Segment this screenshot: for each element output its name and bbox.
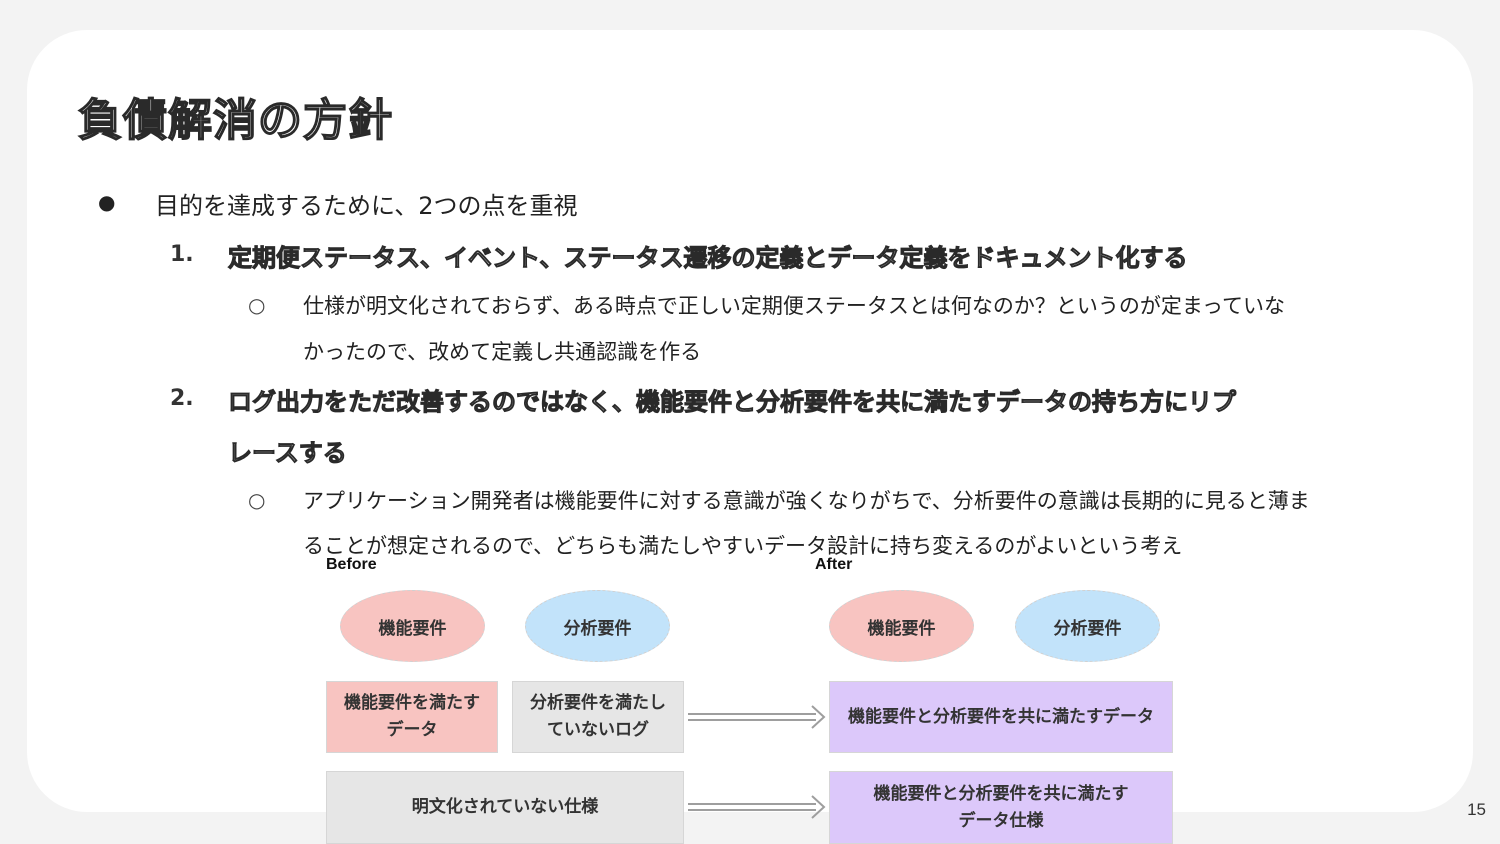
- item2-sub-marker: ○: [248, 488, 266, 512]
- before-spec-box: 明文化されていない仕様: [326, 771, 684, 844]
- after-label: After: [815, 556, 853, 573]
- after-analytical-requirement-ellipse: 分析要件: [1015, 590, 1160, 662]
- ellipse-label: 機能要件: [867, 618, 936, 639]
- before-label: Before: [326, 556, 377, 573]
- slide-title: 負債解消の方針: [77, 94, 393, 147]
- before-analytical-requirement-ellipse: 分析要件: [525, 590, 670, 662]
- item1-sub-line1: 仕様が明文化されておらず、ある時点で正しい定期便ステータスとは何なのか？というの…: [303, 294, 1285, 318]
- bullet-marker: ●: [98, 190, 116, 214]
- box-line: ていないログ: [547, 720, 649, 740]
- main-bullet-text: 目的を達成するために、2つの点を重視: [155, 192, 578, 220]
- item2-sub-line2: ることが想定されるので、どちらも満たしやすいデータ設計に持ち変えるのがよいという…: [303, 534, 1183, 558]
- after-spec-box: 機能要件と分析要件を共に満たす データ仕様: [829, 771, 1173, 844]
- box-line: 機能要件を満たす: [344, 693, 480, 713]
- after-data-box: 機能要件と分析要件を共に満たすデータ: [829, 681, 1173, 753]
- box-line: 機能要件と分析要件を共に満たすデータ: [848, 706, 1154, 727]
- ellipse-label: 分析要件: [563, 618, 632, 639]
- slide-card: [27, 30, 1473, 812]
- before-functional-data-box: 機能要件を満たす データ: [326, 681, 498, 753]
- item1-sub-marker: ○: [248, 293, 266, 317]
- box-line: データ仕様: [958, 810, 1044, 831]
- item1-text: 定期便ステータス、イベント、ステータス遷移の定義とデータ定義をドキュメント化する: [228, 244, 1189, 273]
- before-functional-requirement-ellipse: 機能要件: [340, 590, 485, 662]
- arrow-right-icon: [688, 795, 826, 819]
- box-line: 明文化されていない仕様: [411, 797, 599, 817]
- item2-line2: レースする: [228, 439, 348, 468]
- box-line: 機能要件と分析要件を共に満たす: [873, 783, 1129, 804]
- arrow-right-icon: [688, 705, 826, 729]
- item2-line1: ログ出力をただ改善するのではなく、機能要件と分析要件を共に満たすデータの持ち方に…: [228, 388, 1237, 417]
- after-functional-requirement-ellipse: 機能要件: [829, 590, 974, 662]
- box-line: 分析要件を満たし: [530, 693, 666, 713]
- before-log-box: 分析要件を満たし ていないログ: [512, 681, 684, 753]
- item1-number: 1.: [170, 242, 194, 267]
- item2-sub-line1: アプリケーション開発者は機能要件に対する意識が強くなりがちで、分析要件の意識は長…: [303, 489, 1310, 513]
- box-line: データ: [386, 720, 438, 740]
- page-number: 15: [1467, 800, 1486, 819]
- ellipse-label: 分析要件: [1053, 618, 1122, 639]
- ellipse-label: 機能要件: [378, 618, 447, 639]
- item2-number: 2.: [170, 386, 194, 411]
- item1-sub-line2: かったので、改めて定義し共通認識を作る: [303, 340, 702, 364]
